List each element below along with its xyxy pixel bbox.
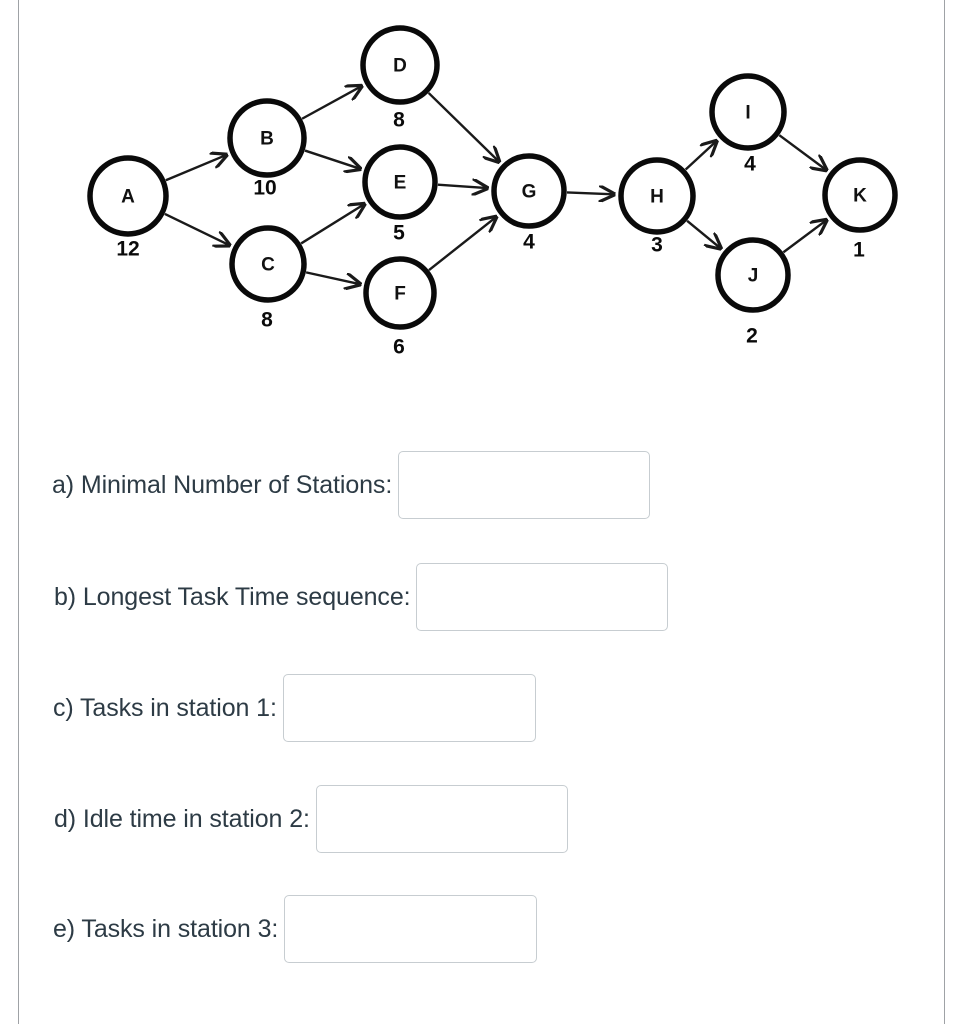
node-e-label: E: [394, 173, 407, 194]
node-i-label: I: [745, 103, 750, 124]
question-row-c: c) Tasks in station 1:: [53, 673, 536, 743]
node-k-task-time: 1: [853, 239, 865, 262]
node-g-task-time: 4: [523, 231, 535, 254]
answer-input-d[interactable]: [315, 785, 568, 853]
edge-i-to-k: [778, 134, 826, 170]
question-a-label: a) Minimal Number of Stations:: [52, 470, 393, 499]
node-e: E5: [362, 144, 438, 245]
page-right-rule: [944, 0, 945, 1024]
edge-c-to-e: [300, 204, 364, 245]
node-b-task-time: 10: [253, 177, 276, 200]
edge-c-to-f: [305, 271, 360, 284]
edge-a-to-c: [164, 212, 229, 245]
node-j: J2: [715, 237, 791, 348]
answer-input-e[interactable]: [284, 895, 538, 963]
question-row-b: b) Longest Task Time sequence:: [54, 562, 669, 632]
edge-e-to-g: [437, 185, 487, 188]
edge-b-to-e: [304, 149, 360, 169]
edge-f-to-g: [428, 217, 496, 271]
answer-input-c[interactable]: [282, 674, 536, 742]
edge-a-to-b: [165, 155, 227, 182]
node-b: B 10: [227, 98, 307, 200]
node-a-task-time: 12: [116, 238, 139, 261]
node-d-label: D: [393, 56, 407, 77]
node-h: H3: [618, 157, 696, 257]
edge-g-to-h: [566, 192, 614, 194]
node-g: G4: [491, 153, 567, 254]
edge-h-to-i: [684, 141, 717, 171]
node-k: K1: [822, 157, 898, 262]
question-d-label: d) Idle time in station 2:: [54, 804, 310, 833]
node-c-circle: [229, 225, 307, 303]
node-j-circle: [715, 237, 791, 313]
diagram-edges: [164, 86, 826, 284]
node-h-label: H: [650, 187, 664, 208]
node-d-task-time: 8: [393, 109, 405, 132]
edge-h-to-j: [686, 219, 720, 249]
edge-b-to-d: [301, 86, 361, 120]
edge-j-to-k: [782, 220, 826, 254]
node-i-circle: [709, 73, 787, 151]
question-row-e: e) Tasks in station 3:: [53, 894, 538, 964]
node-a-circle: [87, 155, 169, 237]
question-b-label: b) Longest Task Time sequence:: [54, 582, 411, 611]
answer-input-a[interactable]: [398, 451, 651, 519]
node-a: A 12: [87, 155, 169, 261]
node-g-circle: [491, 153, 567, 229]
node-f-task-time: 6: [393, 336, 405, 359]
node-f-label: F: [394, 284, 406, 305]
node-c: C8: [229, 225, 307, 332]
node-j-label: J: [748, 266, 759, 287]
node-h-circle: [618, 157, 696, 235]
node-k-label: K: [853, 186, 867, 207]
node-f-circle: [363, 256, 437, 330]
node-d: D8: [360, 25, 440, 132]
node-b-label: B: [260, 129, 274, 150]
edge-d-to-g: [427, 92, 499, 162]
node-k-circle: [822, 157, 898, 233]
node-j-task-time: 2: [746, 325, 758, 348]
node-f: F6: [363, 256, 437, 359]
node-g-label: G: [522, 182, 537, 203]
node-e-circle: [362, 144, 438, 220]
page-left-rule: [18, 0, 19, 1024]
node-c-label: C: [261, 255, 275, 276]
answer-input-b[interactable]: [416, 563, 669, 631]
node-h-task-time: 3: [651, 234, 663, 257]
node-a-label: A: [121, 187, 135, 208]
node-c-task-time: 8: [261, 309, 273, 332]
node-b-circle: [227, 98, 307, 178]
question-c-label: c) Tasks in station 1:: [53, 693, 277, 722]
node-d-circle: [360, 25, 440, 105]
question-e-label: e) Tasks in station 3:: [53, 914, 279, 943]
node-i: I4: [709, 73, 787, 176]
node-i-task-time: 4: [744, 153, 756, 176]
question-row-a: a) Minimal Number of Stations:: [52, 450, 651, 520]
node-e-task-time: 5: [393, 222, 405, 245]
question-row-d: d) Idle time in station 2:: [54, 784, 568, 854]
